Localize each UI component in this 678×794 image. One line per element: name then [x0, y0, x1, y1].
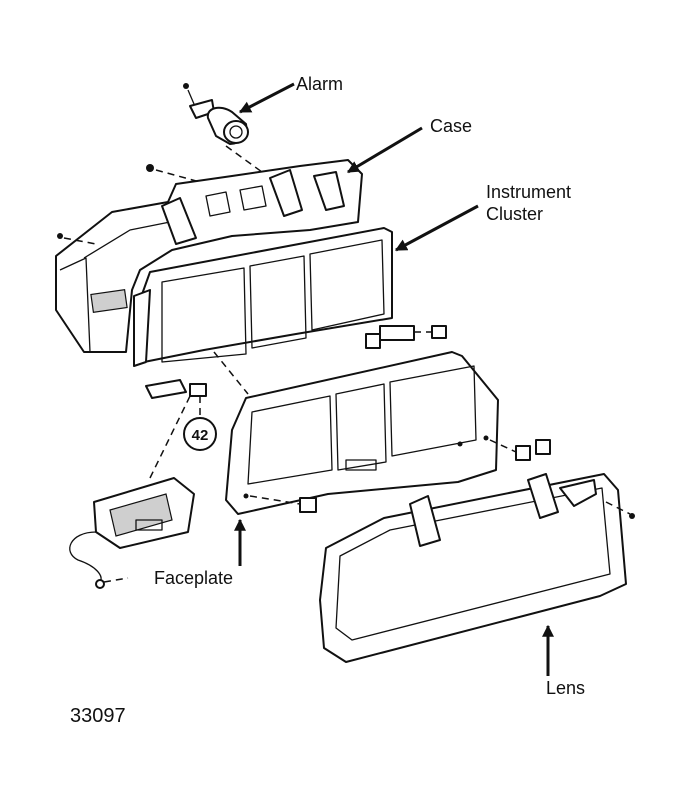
label-faceplate: Faceplate	[154, 568, 233, 588]
lens-screw-icon	[629, 513, 635, 519]
case-arrow	[346, 126, 423, 174]
lens-part	[319, 473, 635, 663]
instrument-cluster-part	[133, 227, 447, 399]
alarm-arrow	[238, 82, 295, 114]
case-part	[55, 159, 363, 353]
alarm-part	[183, 83, 263, 173]
case-screw-icon	[146, 164, 154, 172]
label-case: Case	[430, 116, 472, 136]
instrument-cluster-arrow	[394, 204, 479, 252]
connector-part	[69, 391, 195, 589]
faceplate-part	[225, 351, 551, 515]
label-instrument: Instrument	[486, 182, 571, 202]
case-side-screw-icon	[57, 233, 63, 239]
label-lens: Lens	[546, 678, 585, 698]
label-alarm: Alarm	[296, 74, 343, 94]
callout-42: 42	[183, 396, 217, 451]
alarm-screw-icon	[183, 83, 189, 89]
label-cluster: Cluster	[486, 204, 543, 224]
callout-number: 42	[192, 427, 209, 444]
figure-code: 33097	[70, 705, 126, 727]
